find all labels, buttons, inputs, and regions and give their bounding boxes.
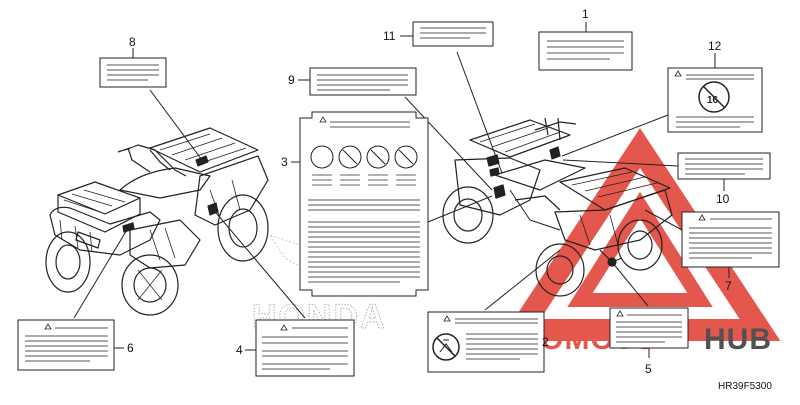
warning-triangle-icon [674,70,682,77]
label-3-card [299,111,429,297]
diagram-part-number: HR39F5300 [718,381,772,392]
prohibition-circle-icon [394,145,418,169]
callout-3: 3 [281,155,288,169]
gauge-circle-icon [310,145,334,169]
leader-7 [644,209,683,231]
leader-8 [149,89,203,161]
callout-4: 4 [236,343,243,357]
label-2-card [427,311,545,373]
label-10-card [677,152,771,180]
callout-8: 8 [129,35,136,49]
leader-2 [484,249,561,311]
callout-2: 2 [542,335,549,349]
label-7-card [681,211,780,268]
leader-6 [73,227,129,319]
leader-5 [611,261,649,307]
callout-1: 1 [582,7,589,21]
leader-4 [211,207,306,319]
leader-11 [456,51,503,174]
no-passenger-icon [432,333,460,361]
watermark-text-hub: HUB [704,323,772,356]
label-11-card [412,21,494,47]
warning-triangle-icon [44,323,52,330]
atv-front-view [45,127,269,316]
leader-12 [561,114,669,157]
label-8-card [99,57,167,88]
callout-6: 6 [127,341,134,355]
leader-3 [427,195,493,223]
callout-9: 9 [288,73,295,87]
callout-10: 10 [716,192,730,206]
leader-10 [562,159,679,167]
label-1-card [538,31,633,71]
callout-5: 5 [645,362,652,376]
prohibition-circle-icon [338,145,362,169]
age-16-prohibition-icon: 16 [698,81,730,113]
leader-9 [404,96,493,191]
callout-11: 11 [383,29,396,43]
label-9-card [309,67,417,96]
prohibition-circle-icon [366,145,390,169]
gauge-circle-icons [310,145,418,169]
label-6-card [17,319,115,371]
warning-triangle-icon [698,214,706,221]
warning-triangle-icon [443,315,451,322]
warning-triangle-icon [280,324,288,331]
label-12-card: 16 [667,67,763,133]
label-4-card [255,319,355,377]
callout-7: 7 [725,279,732,293]
warning-triangle-icon [616,310,624,317]
warning-triangle-icon [319,116,327,123]
callout-12: 12 [708,39,722,53]
label-5-card [609,307,689,349]
age-badge-text: 16 [707,95,719,106]
